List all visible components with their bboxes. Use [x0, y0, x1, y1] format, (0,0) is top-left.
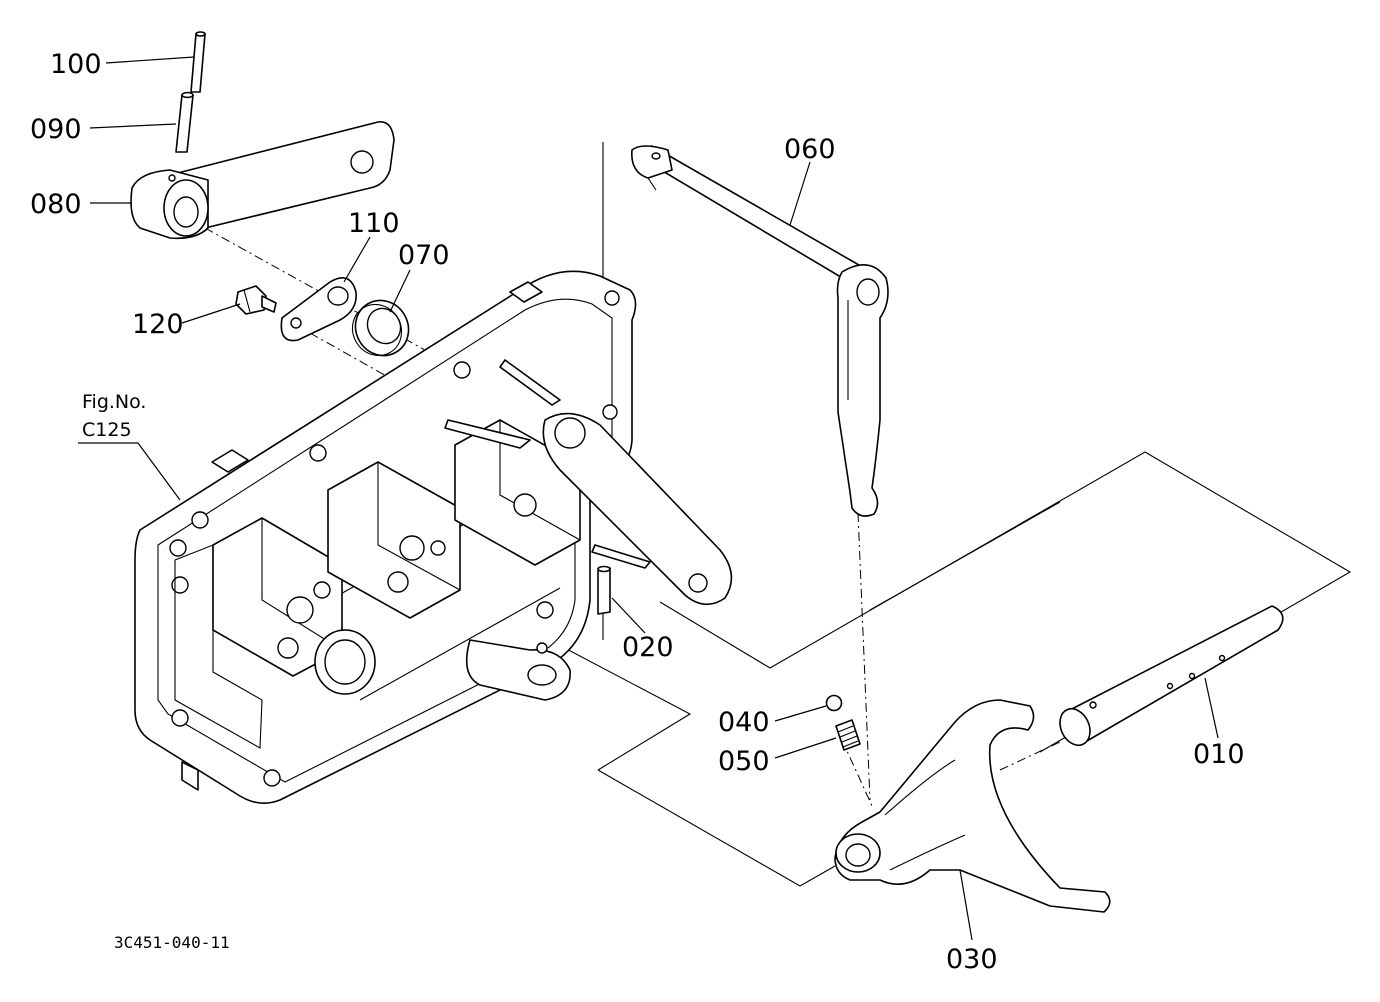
part-020-pin: [597, 565, 611, 615]
part-120-bolt: [235, 285, 277, 315]
callout-labels: 100 090 080 110 070 120 060 020 040 050 …: [30, 49, 1245, 975]
callout-010: 010: [1193, 739, 1245, 770]
part-040-ball: [825, 694, 843, 712]
part-100-spring-pin: [190, 31, 206, 93]
callout-040: 040: [718, 707, 770, 738]
callout-070: 070: [398, 240, 450, 271]
part-070-seal: [351, 299, 410, 357]
leader-lines: [78, 56, 1219, 941]
drawing-code: 3C451-040-11: [114, 933, 230, 952]
part-080-arm: [130, 121, 395, 240]
figure-reference-number: C125: [82, 419, 132, 441]
part-050-spring: [835, 719, 861, 751]
callout-060: 060: [784, 134, 836, 165]
part-060-shaft: [631, 145, 889, 517]
part-010-fork-shaft: [1059, 605, 1284, 747]
callout-030: 030: [946, 944, 998, 975]
callout-110: 110: [348, 208, 400, 239]
transmission-case: [134, 270, 733, 804]
callout-120: 120: [132, 309, 184, 340]
callout-050: 050: [718, 746, 770, 777]
callout-080: 080: [30, 189, 82, 220]
part-110-plate: [280, 276, 357, 342]
figure-reference: Fig.No. C125: [82, 391, 146, 441]
callout-100: 100: [50, 49, 102, 80]
callout-020: 020: [622, 632, 674, 663]
callout-090: 090: [30, 114, 82, 145]
figure-reference-label: Fig.No.: [82, 391, 146, 413]
part-030-shift-fork: [834, 699, 1111, 913]
part-090-pin: [175, 91, 194, 153]
